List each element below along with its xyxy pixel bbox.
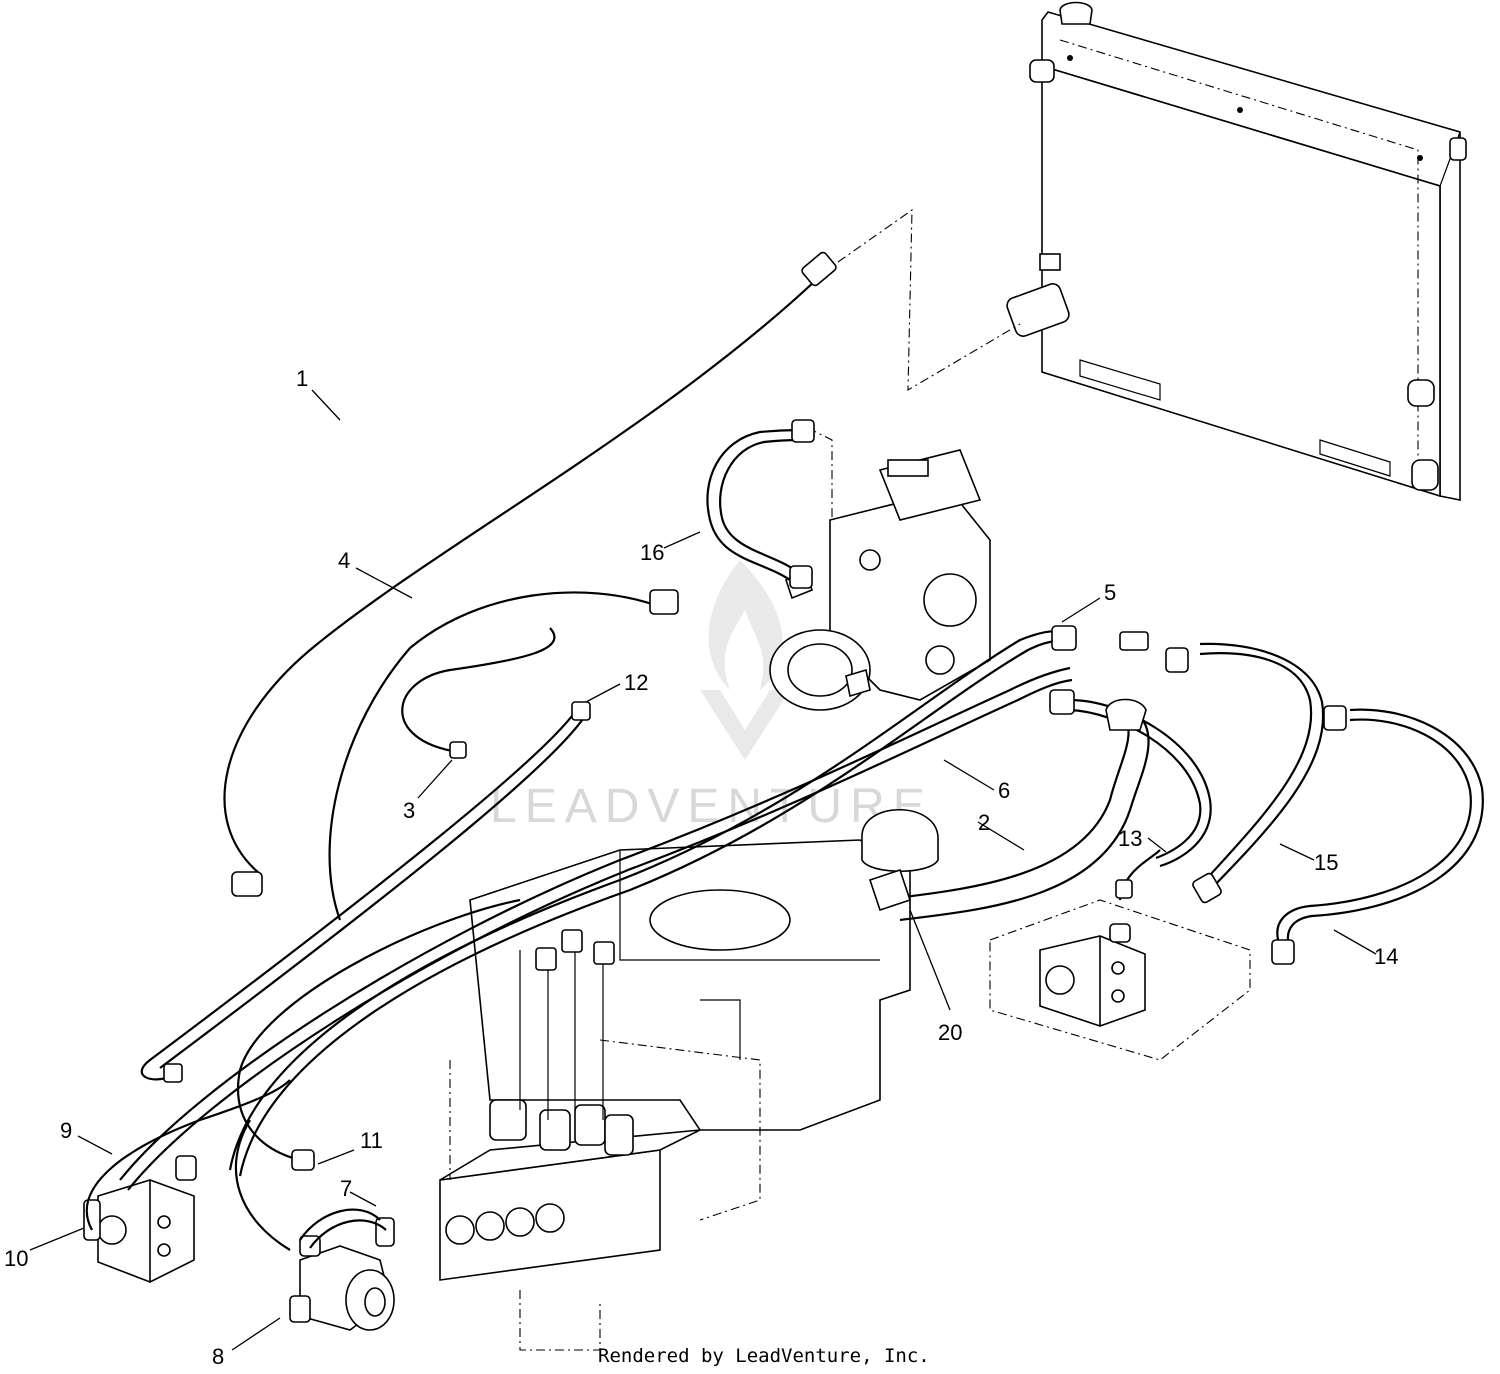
callout-1: 1	[296, 366, 308, 391]
callout-3: 3	[403, 798, 415, 823]
control-valve	[439, 929, 761, 1351]
callout-14: 14	[1374, 944, 1398, 969]
callout-12: 12	[624, 670, 648, 695]
callout-leaders	[29, 389, 1377, 1351]
callout-13: 13	[1118, 826, 1142, 851]
flame-logo-icon	[700, 560, 790, 760]
callout-4: 4	[338, 548, 350, 573]
callout-9: 9	[60, 1118, 72, 1143]
leadventure-watermark: LEADVENTURE	[490, 560, 933, 833]
callout-6: 6	[998, 778, 1010, 803]
drive-motor	[289, 1217, 395, 1331]
callout-8: 8	[212, 1344, 224, 1369]
callout-11: 11	[360, 1128, 383, 1153]
callout-20: 20	[938, 1020, 962, 1045]
hose-assemblies	[85, 251, 1484, 1251]
render-credit: Rendered by LeadVenture, Inc.	[598, 1345, 930, 1367]
breather-cap-icon	[861, 809, 939, 873]
assembly-leader	[807, 427, 833, 520]
oil-cooler	[1006, 1, 1467, 501]
gear-pump-right	[989, 899, 1251, 1061]
gear-pump-left	[83, 1155, 197, 1283]
hydraulic-tank	[469, 809, 939, 1131]
callout-labels: 1 1 2 3 4 5 6 7 8 9 10 11 12 13 14 15 16…	[4, 366, 1398, 1369]
callout-2: 2	[978, 810, 990, 835]
callout-10: 10	[4, 1246, 28, 1271]
radiator-cap-icon	[1059, 1, 1093, 25]
assembly-leader	[837, 208, 1021, 391]
watermark-brand: LEADVENTURE	[490, 780, 933, 833]
hydrostatic-pump	[769, 449, 991, 711]
callout-15: 15	[1314, 850, 1338, 875]
callout-7: 7	[340, 1176, 352, 1201]
callout-5: 5	[1104, 580, 1116, 605]
callout-16: 16	[640, 540, 664, 565]
